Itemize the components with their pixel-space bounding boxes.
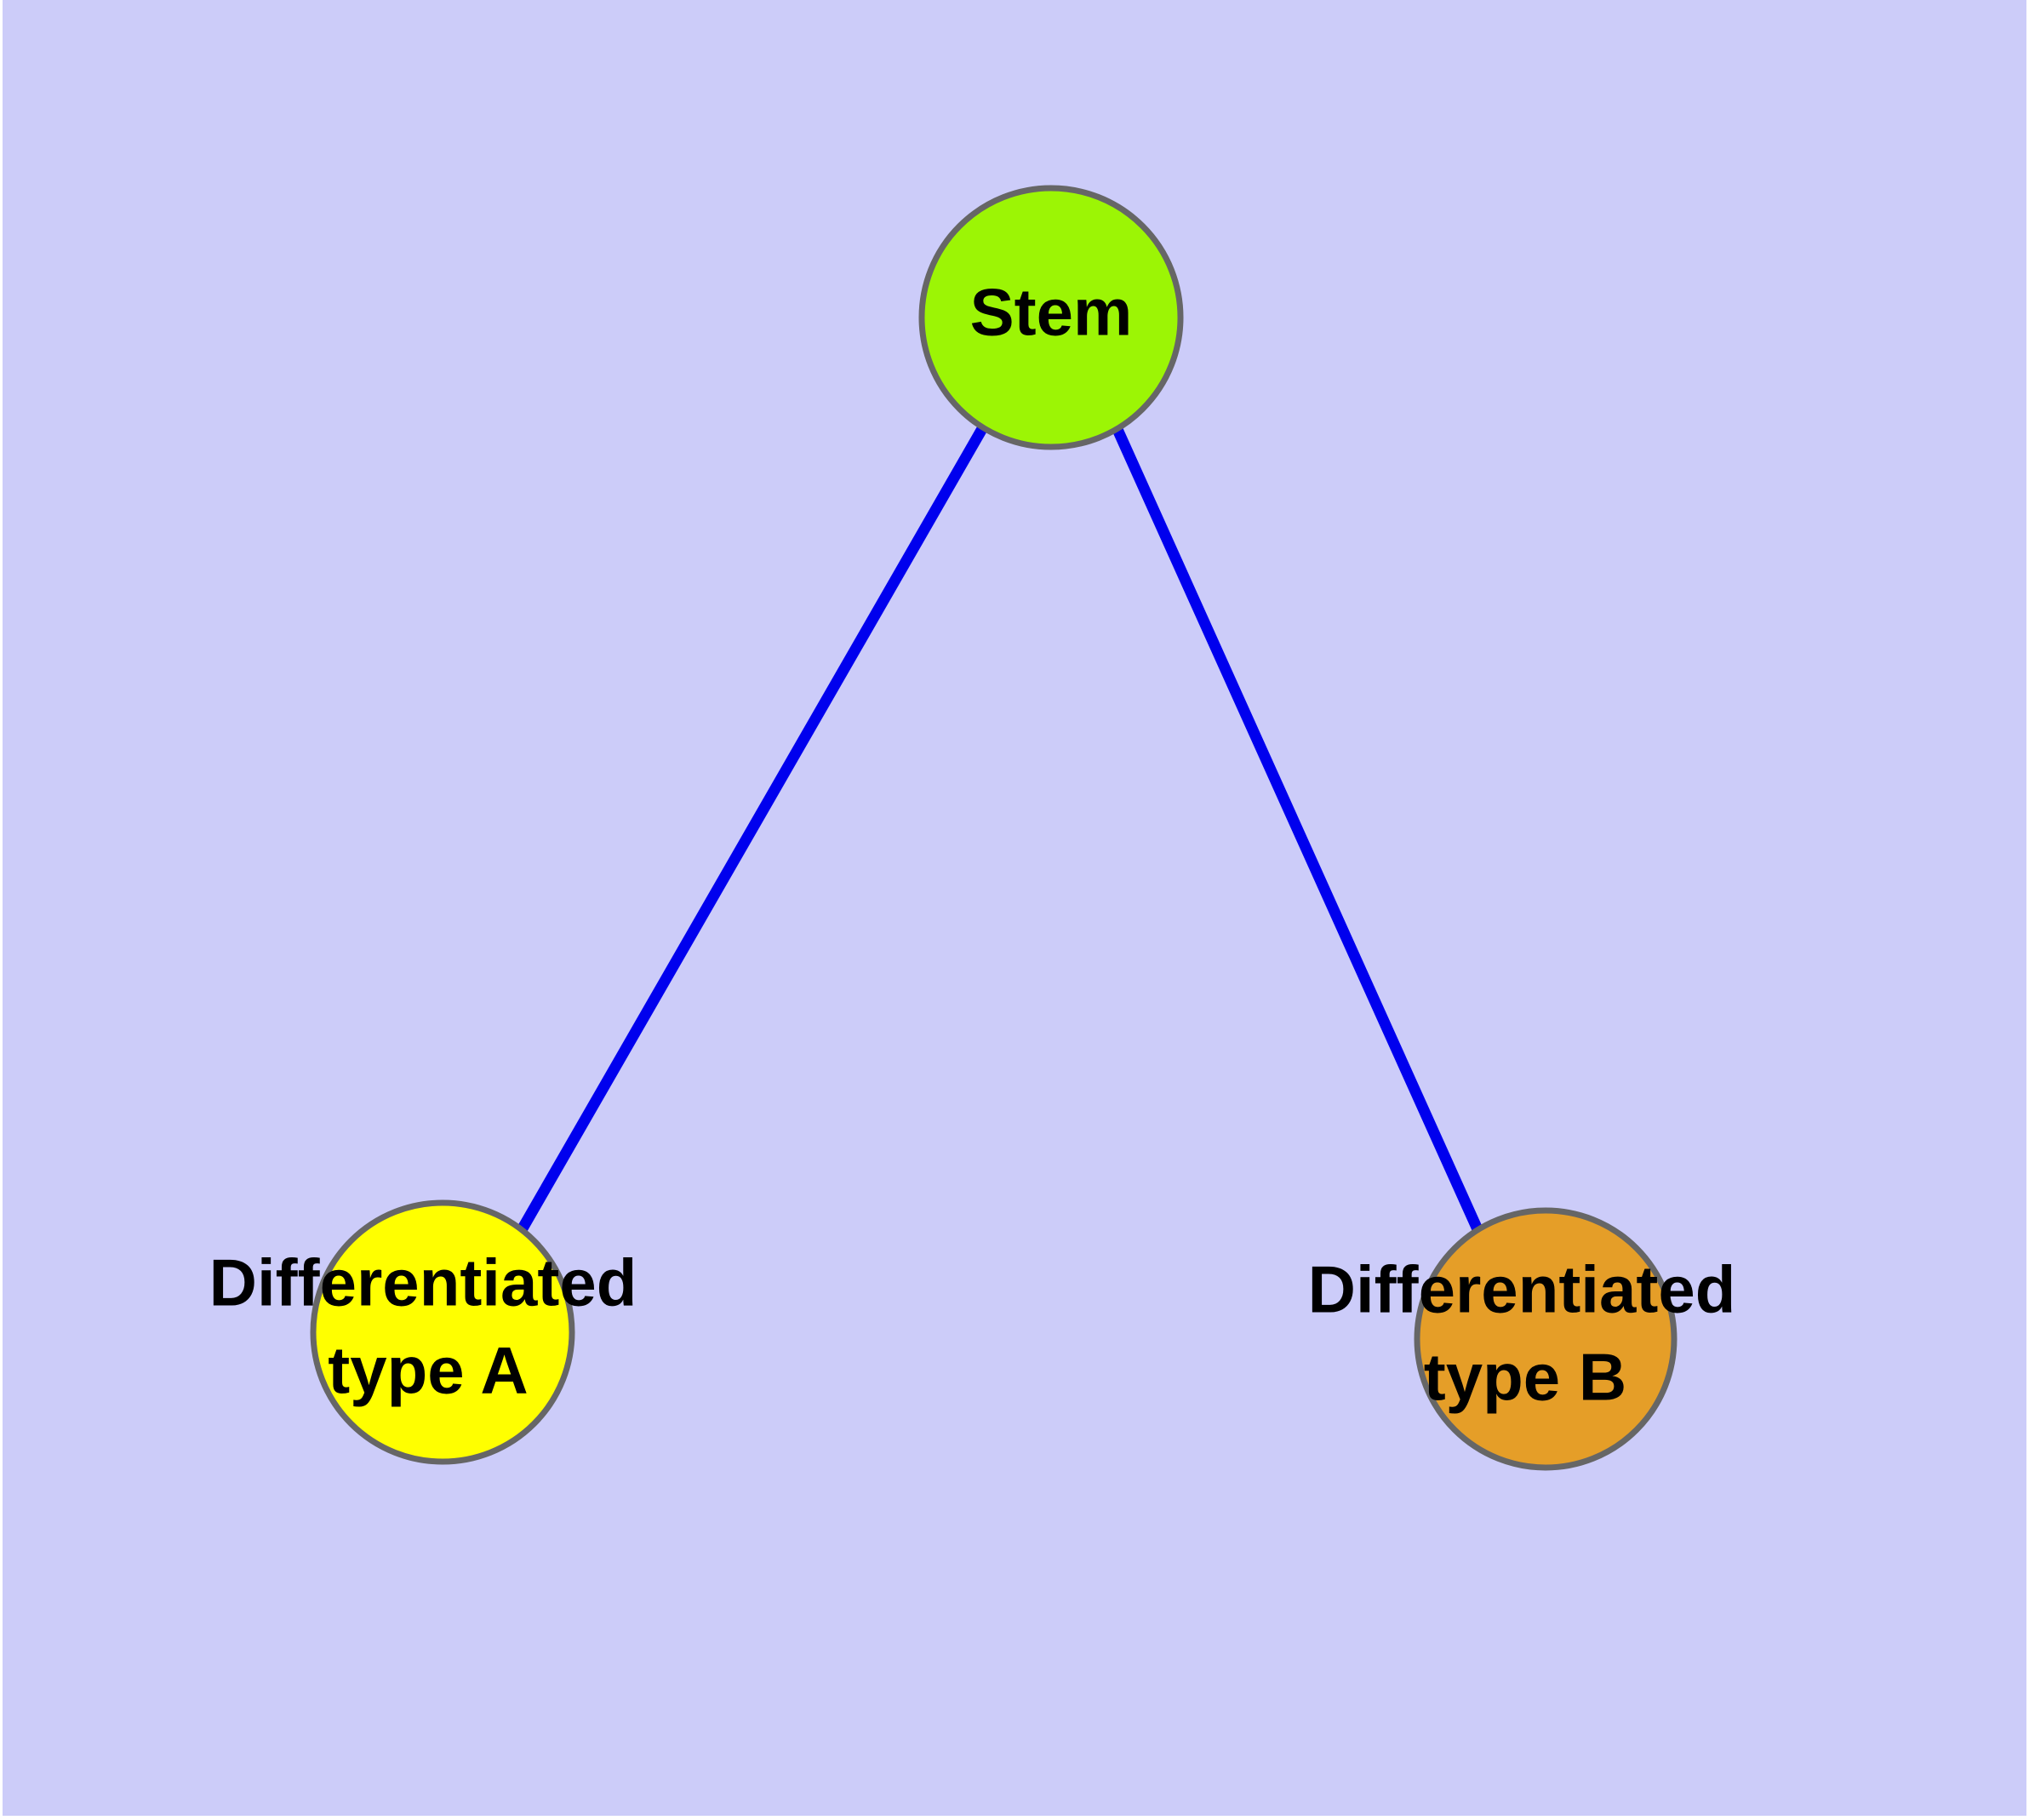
label-layer: Differentiated type A Differentiated typ… [209,1245,1736,1415]
node-stem-label: Stem [970,275,1133,350]
node-differentiated-type-a-label-line2: type A [328,1333,529,1408]
node-differentiated-type-b-label-line2: type B [1424,1340,1626,1415]
node-stem[interactable]: Stem [918,185,1184,450]
node-stem-circle[interactable] [918,185,1184,450]
node-differentiated-type-a-circle[interactable] [310,1199,575,1465]
node-differentiated-type-a-label: Differentiated type A [209,1245,637,1408]
node-differentiated-type-b-circle[interactable] [1414,1207,1677,1471]
node-layer: Stem [310,185,1677,1471]
edge-stem-to-differentiated-a [517,424,988,1232]
node-differentiated-type-a-label-line1: Differentiated [209,1245,637,1320]
edge-stem-to-differentiated-b [1111,423,1486,1239]
edge-layer [517,423,1486,1239]
node-differentiated-type-b-label-line1: Differentiated [1308,1252,1736,1327]
node-differentiated-type-a[interactable] [310,1199,575,1465]
node-differentiated-type-b-label: Differentiated type B [1308,1252,1736,1415]
node-differentiated-type-b[interactable] [1414,1207,1677,1471]
